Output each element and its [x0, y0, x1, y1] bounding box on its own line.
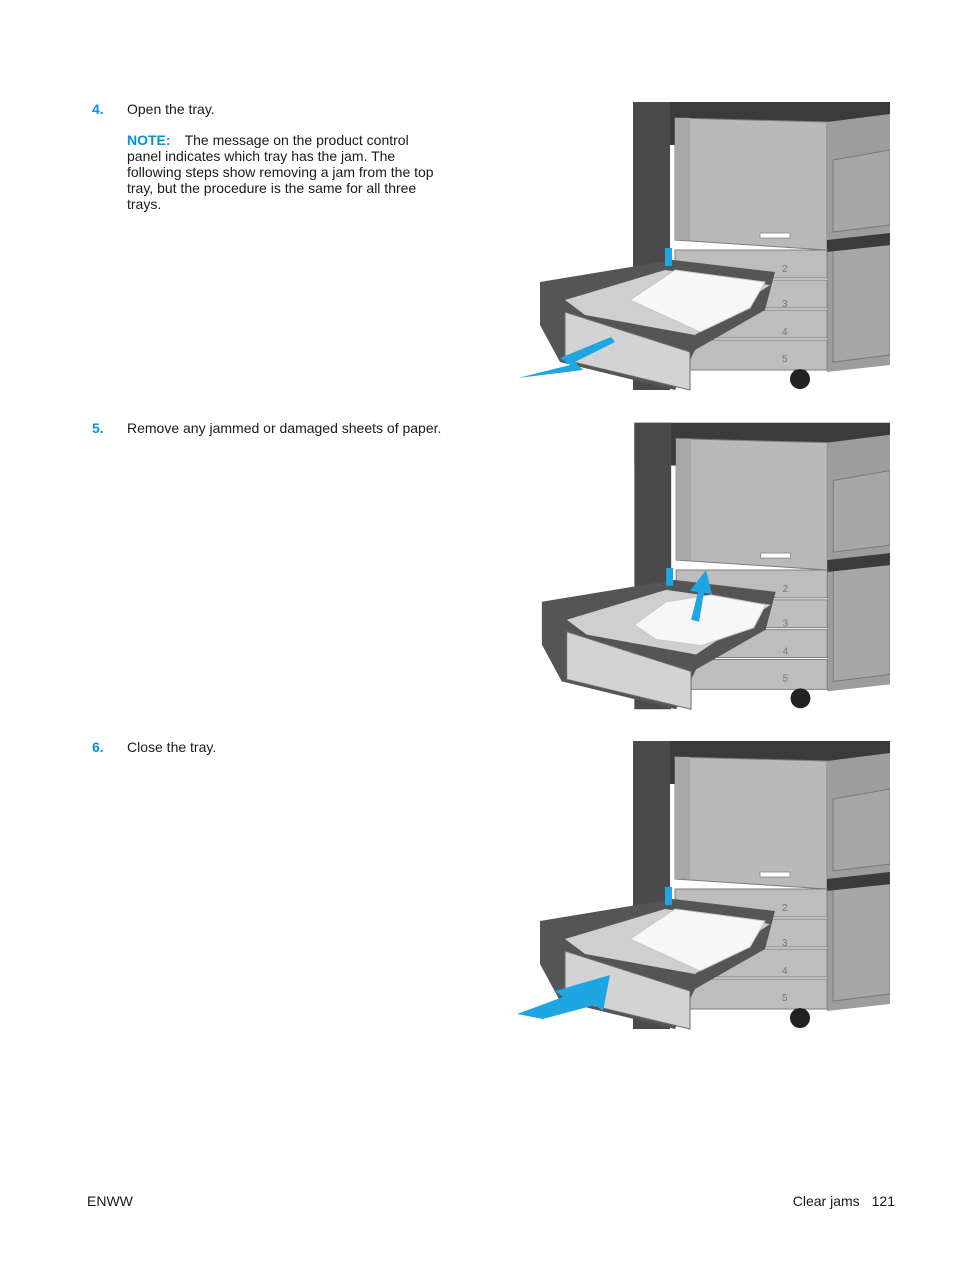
lift-up-arrow-icon — [690, 569, 712, 622]
printer-remove-paper-illustration: 2 3 4 5 — [541, 422, 890, 710]
tray-label: 4 — [782, 327, 788, 338]
tray-label: 4 — [783, 647, 789, 658]
tray-number-labels: 2 3 4 5 — [782, 903, 788, 1004]
paper-tray — [540, 887, 775, 1030]
step-number: 5. — [92, 420, 104, 436]
crumpled-paper — [633, 594, 767, 647]
printer-tray-open-illustration: 2 3 4 5 — [518, 102, 890, 391]
printer-body — [633, 102, 890, 390]
tray-label: 2 — [783, 584, 789, 595]
tray-label: 5 — [782, 354, 788, 365]
tray-label: 3 — [782, 938, 788, 949]
paper-tray — [540, 248, 775, 391]
printer-tray-close-illustration: 2 3 4 5 — [517, 741, 890, 1030]
tray-label: 5 — [782, 993, 788, 1004]
tray-label: 5 — [783, 673, 789, 684]
tray-label: 2 — [782, 903, 788, 914]
page-number: 121 — [871, 1193, 895, 1209]
footer-right: Clear jams 121 — [793, 1193, 895, 1209]
push-in-arrow-icon — [517, 975, 610, 1019]
note-text: The message on the product control panel… — [127, 132, 434, 212]
footer-left-label: ENWW — [87, 1193, 133, 1209]
step-number: 4. — [92, 101, 104, 117]
step-number: 6. — [92, 739, 104, 755]
tray-label: 4 — [782, 966, 788, 977]
tray-number-labels: 2 3 4 5 — [782, 264, 788, 365]
paper-tray — [541, 567, 776, 710]
tray-number-labels: 2 3 4 5 — [783, 584, 789, 685]
tray-label: 3 — [782, 299, 788, 310]
section-title: Clear jams — [792, 1193, 860, 1209]
note: NOTE:The message on the product control … — [127, 132, 442, 212]
note-label: NOTE: — [127, 132, 171, 148]
step-text: Close the tray. — [127, 739, 217, 755]
step-text: Remove any jammed or damaged sheets of p… — [127, 420, 442, 436]
tray-label: 2 — [782, 264, 788, 275]
tray-label: 3 — [783, 619, 789, 630]
pull-out-arrow-icon — [518, 337, 615, 378]
step-text: Open the tray. — [127, 101, 215, 117]
